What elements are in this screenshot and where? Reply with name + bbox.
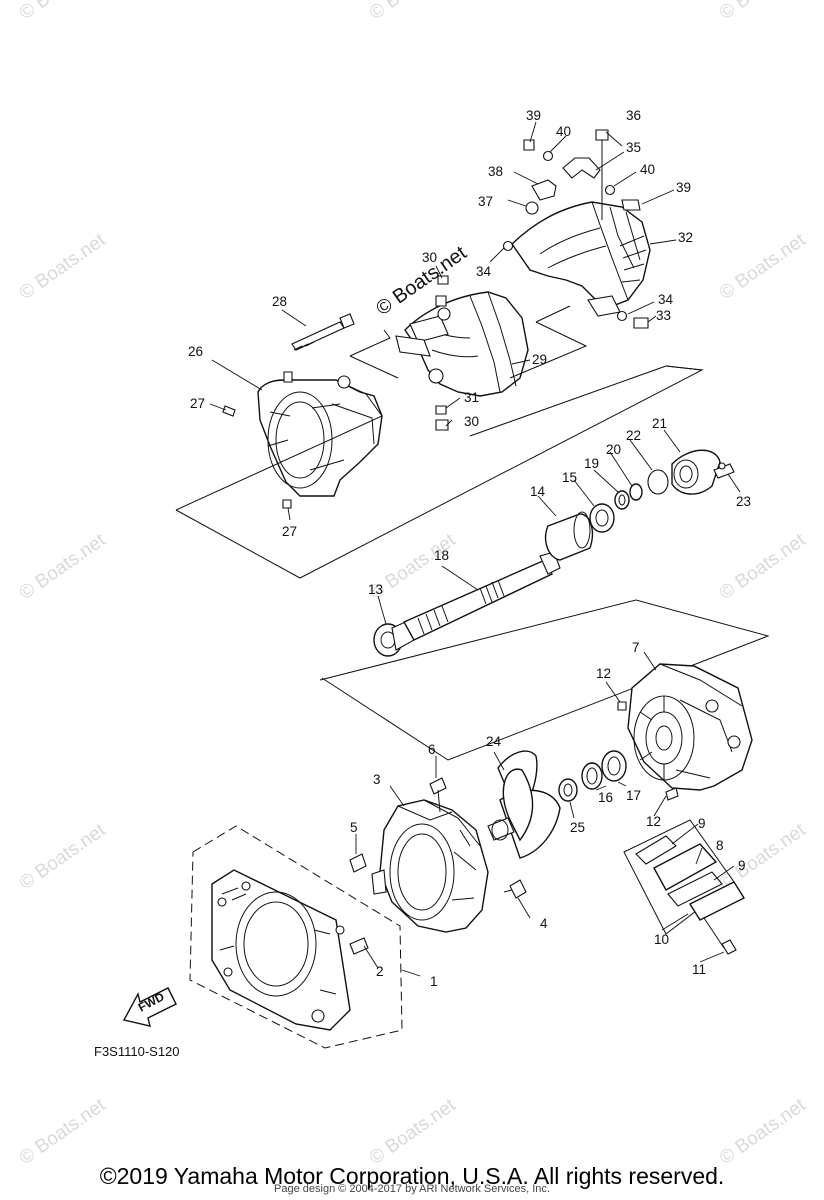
callout-38: 38 — [488, 164, 503, 179]
callout-13: 13 — [368, 582, 383, 597]
assembly-box-middle — [319, 599, 770, 761]
drive-shaft-group — [373, 449, 735, 657]
watermark: © Boats.net — [716, 819, 810, 894]
watermark: © Boats.net — [16, 1094, 110, 1169]
callout-28: 28 — [272, 294, 287, 309]
callout-37: 37 — [478, 194, 493, 209]
callout-36: 36 — [626, 108, 641, 123]
callout-1: 1 — [430, 974, 438, 989]
watermark: © Boats.net — [716, 1094, 810, 1169]
callout-3: 3 — [373, 772, 381, 787]
callout-30a: 30 — [422, 250, 437, 265]
callout-9b: 9 — [738, 858, 746, 873]
impeller-24 — [487, 750, 561, 859]
callout-12a: 12 — [596, 666, 611, 681]
callout-39b: 39 — [676, 180, 691, 195]
callout-26: 26 — [188, 344, 203, 359]
callout-22: 22 — [626, 428, 641, 443]
callout-23: 23 — [736, 494, 751, 509]
callout-14: 14 — [530, 484, 546, 499]
watermark: © Boats.net — [716, 229, 810, 304]
callout-31: 31 — [464, 390, 479, 405]
pump-mount-3 — [349, 777, 527, 933]
watermark: © Boats.net — [716, 529, 810, 604]
callout-27b: 27 — [282, 524, 297, 539]
page-design-notice: Page design © 2004-2017 by ARI Network S… — [274, 1183, 550, 1195]
callout-18: 18 — [434, 548, 449, 563]
seals-16-17-25 — [558, 750, 627, 802]
callout-9a: 9 — [698, 816, 706, 831]
callout-40a: 40 — [556, 124, 571, 139]
trim-grill-group — [623, 819, 746, 955]
watermark: © Boats.net — [366, 0, 460, 24]
callout-10: 10 — [654, 932, 669, 947]
intake-plate-1 — [189, 825, 403, 1049]
callout-40b: 40 — [640, 162, 655, 177]
callout-8: 8 — [716, 838, 724, 853]
callout-30b: 30 — [464, 414, 479, 429]
callout-2: 2 — [376, 964, 384, 979]
steering-nozzle-group — [349, 129, 651, 431]
watermark: © Boats.net — [16, 229, 110, 304]
callout-20: 20 — [606, 442, 621, 457]
watermark: © Boats.net — [16, 819, 110, 894]
callout-32: 32 — [678, 230, 693, 245]
impeller-housing-7 — [617, 663, 753, 801]
pump-housing-26 — [222, 313, 383, 509]
callout-15: 15 — [562, 470, 577, 485]
watermark: © Boats.net — [16, 529, 110, 604]
copyright-notice: ©2019 Yamaha Motor Corporation, U.S.A. A… — [99, 1163, 725, 1189]
callout-4: 4 — [540, 916, 548, 931]
callout-34b: 34 — [658, 292, 674, 307]
callout-34a: 34 — [476, 264, 492, 279]
callout-39a: 39 — [526, 108, 541, 123]
leader-lines — [209, 121, 741, 977]
diagram-code: F3S1110-S120 — [94, 1044, 180, 1059]
callout-12b: 12 — [646, 814, 661, 829]
callout-7: 7 — [632, 640, 640, 655]
callout-21: 21 — [652, 416, 667, 431]
watermark: © Boats.net — [366, 1094, 460, 1169]
callout-24: 24 — [486, 734, 502, 749]
callout-17: 17 — [626, 788, 641, 803]
callout-19: 19 — [584, 456, 599, 471]
callouts: 1 2 3 4 5 6 7 8 9 9 10 11 12 12 13 14 15… — [188, 108, 751, 989]
watermark: © Boats.net — [716, 0, 810, 24]
callout-35: 35 — [626, 140, 641, 155]
watermarks: © Boats.net © Boats.net © Boats.net © Bo… — [16, 0, 810, 1169]
callout-25: 25 — [570, 820, 585, 835]
callout-16: 16 — [598, 790, 613, 805]
callout-5: 5 — [350, 820, 358, 835]
callout-6: 6 — [428, 742, 436, 757]
watermark: © Boats.net — [16, 0, 110, 24]
callout-27a: 27 — [190, 396, 205, 411]
callout-33: 33 — [656, 308, 671, 323]
callout-29: 29 — [532, 352, 547, 367]
callout-11: 11 — [692, 962, 706, 977]
fwd-arrow: FWD — [122, 987, 177, 1027]
